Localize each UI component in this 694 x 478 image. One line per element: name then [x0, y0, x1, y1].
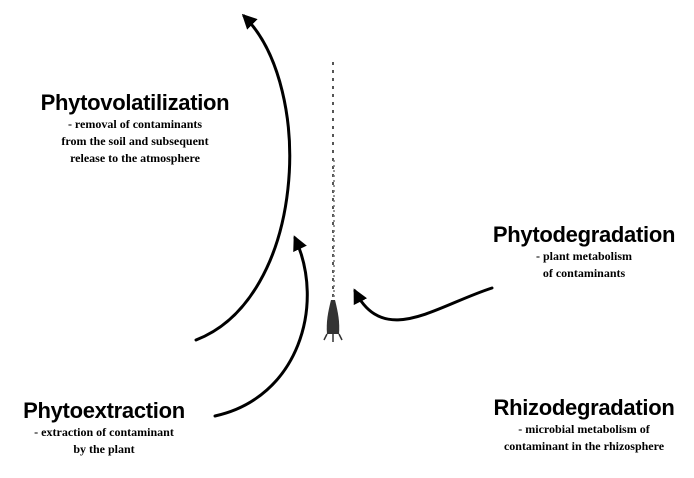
- phytodegradation-desc-line-2: of contaminants: [542, 266, 626, 280]
- phytovolatilization-desc-line-1: - removal of contaminants: [67, 117, 203, 131]
- phytoextraction-arrow: [213, 235, 309, 418]
- rhizodegradation-block: Rhizodegradation - microbial metabolism …: [478, 395, 690, 455]
- plant-stem-icon: [323, 62, 343, 342]
- phytoextraction-title: Phytoextraction: [23, 398, 185, 423]
- phytovolatilization-arrow: [194, 13, 292, 342]
- phytovolatilization-block: Phytovolatilization - removal of contami…: [12, 90, 258, 167]
- rhizodegradation-desc-line-1: - microbial metabolism of: [518, 422, 650, 436]
- phytovolatilization-desc-line-3: release to the atmosphere: [70, 151, 200, 165]
- phytoextraction-desc-line-2: by the plant: [73, 442, 135, 456]
- phytovolatilization-title: Phytovolatilization: [40, 90, 230, 115]
- rhizodegradation-title: Rhizodegradation: [493, 395, 675, 420]
- phytoextraction-desc-line-1: - extraction of contaminant: [34, 425, 174, 439]
- phytodegradation-block: Phytodegradation - plant metabolism of c…: [484, 222, 684, 282]
- phytodegradation-arrow: [353, 286, 494, 322]
- phytovolatilization-desc-line-2: from the soil and subsequent: [61, 134, 209, 148]
- rhizodegradation-desc-line-2: contaminant in the rhizosphere: [503, 439, 665, 453]
- phytodegradation-title: Phytodegradation: [492, 222, 676, 247]
- phytoextraction-block: Phytoextraction - extraction of contamin…: [4, 398, 204, 458]
- phytodegradation-desc-line-1: - plant metabolism: [536, 249, 632, 263]
